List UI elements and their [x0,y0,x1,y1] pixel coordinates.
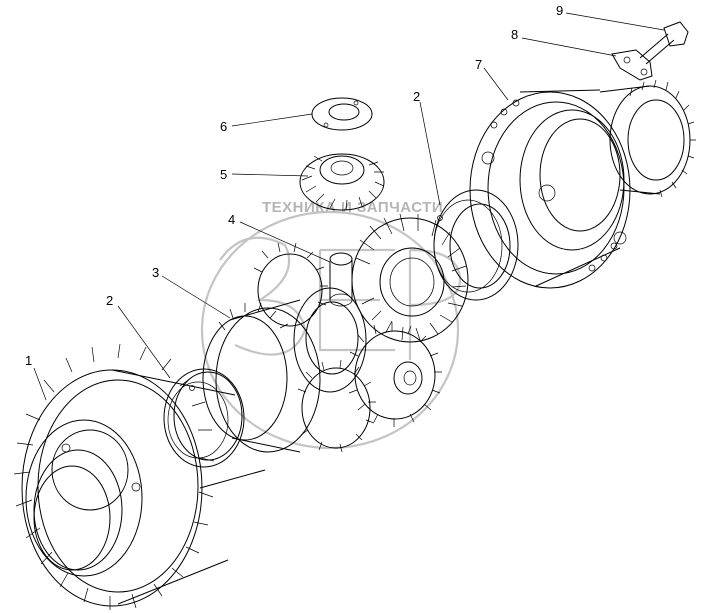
callout-2-right: 2 [413,89,420,104]
bolt-part-9 [639,21,689,65]
leader-lines [33,12,665,401]
bevel-pinion-gear-bottom [348,322,442,427]
bevel-gear-lower-center [297,359,376,453]
callout-9: 9 [556,3,563,18]
callout-3: 3 [152,265,159,280]
bevel-pinion-gear-left [253,242,328,327]
callout-4: 4 [228,212,235,227]
bevel-side-gear-right [351,213,469,343]
watermark-text: ТЕХНИКА И ЗАПЧАСТИ [262,199,443,216]
watermark: ТЕХНИКА И ЗАПЧАСТИ [200,199,462,450]
callout-7: 7 [475,57,482,72]
callout-1: 1 [25,353,32,368]
bevel-pinion-part-5 [299,153,385,211]
housing-part-7 [469,79,696,289]
callout-6: 6 [220,119,227,134]
helical-gear-part-1 [13,343,266,610]
callout-labels: 1 2 3 4 5 6 2 7 8 9 [25,3,563,368]
callout-8: 8 [511,27,518,42]
spherical-washer-part-6 [311,97,373,131]
pinion-shaft-part-4 [329,252,353,307]
thrust-washer-part-2-left [163,368,245,468]
callout-5: 5 [220,167,227,182]
lock-plate-part-8 [611,49,653,81]
callout-2-left: 2 [106,293,113,308]
thrust-washer-part-2-right [433,189,519,301]
